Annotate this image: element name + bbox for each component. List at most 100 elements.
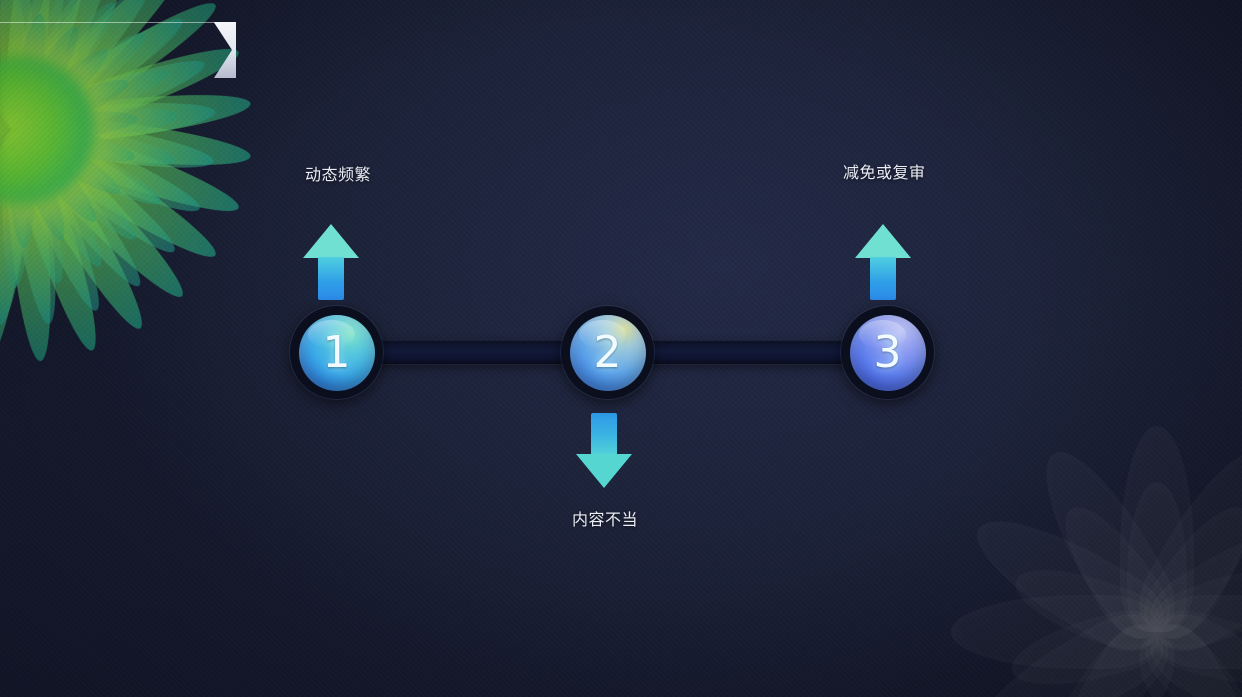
flower-core [0, 55, 95, 205]
flower-petal [14, 70, 134, 142]
flower-petal [0, 0, 39, 133]
left-flower-decoration [0, 0, 255, 365]
process-node-2[interactable]: 2 [561, 306, 654, 399]
ghost-flower-petal [951, 595, 1157, 669]
flower-petal [4, 123, 112, 318]
ghost-flower-petal [1157, 595, 1242, 669]
flower-petal [7, 125, 74, 245]
ghost-flower-petal [1139, 600, 1242, 697]
ghost-flower-petal [1022, 435, 1189, 650]
flower-petal [9, 121, 105, 230]
ghost-flower-petal [1120, 426, 1194, 632]
process-node-1[interactable]: 1 [290, 306, 383, 399]
flower-petal [13, 34, 245, 148]
flower-petal [1, 124, 111, 357]
flower-petal [7, 0, 163, 142]
arrow-shaft [318, 257, 344, 300]
ghost-flower-petal [1125, 614, 1242, 697]
flower-petal [17, 115, 178, 176]
flower-petal [6, 119, 153, 297]
ghost-flower-petal [1132, 492, 1242, 649]
ghost-flower-petal [1149, 603, 1242, 697]
flower-petal [3, 120, 157, 339]
flower-petal [11, 40, 116, 140]
flower-petal [13, 116, 168, 216]
flower-petal [5, 0, 46, 132]
right-flower-decoration [942, 417, 1242, 697]
flower-petal [17, 113, 217, 179]
flower-petal [10, 5, 192, 145]
flower-petal [18, 101, 179, 145]
flower-petal [7, 11, 54, 133]
flower-petal [7, 129, 38, 249]
flower-petal [9, 0, 226, 146]
node-number: 1 [322, 326, 351, 378]
flower-petal [4, 0, 124, 138]
flower-petal [18, 106, 139, 143]
ghost-flower-petal [1127, 482, 1187, 632]
flower-petal [9, 116, 185, 265]
flower-petal [17, 111, 253, 176]
flower-petal [0, 0, 37, 131]
ghost-flower-petal [1134, 613, 1242, 697]
flower-petal [9, 119, 146, 250]
ghost-flower-petal [1046, 492, 1181, 649]
title-banner: 骚扰虚假 [0, 22, 236, 78]
arrow-shaft [870, 257, 896, 300]
flower-petal [17, 117, 138, 170]
flower-petal [1, 0, 111, 136]
node-label-1: 动态频繁 [305, 165, 372, 184]
node-number: 2 [593, 326, 622, 378]
flower-petal [14, 47, 211, 147]
ghost-flower-petal [960, 600, 1175, 697]
node-disc: 1 [298, 314, 375, 391]
process-node-3[interactable]: 3 [841, 306, 934, 399]
flower-petal [0, 128, 37, 327]
ghost-flower-petal [1022, 614, 1189, 697]
flower-petal [5, 126, 74, 287]
ghost-flower-petal [1125, 435, 1242, 650]
ghost-flower-petal [1139, 497, 1242, 664]
flower-petal [5, 0, 89, 136]
flower-petal [9, 114, 226, 272]
flower-petal [14, 58, 173, 144]
arrow-up-icon-step-3 [855, 224, 911, 300]
ghost-flower-petal [1006, 553, 1167, 661]
flower-petal [7, 0, 126, 139]
flower-petal [10, 22, 155, 142]
flower-petal [6, 116, 196, 310]
flower-petal [1, 0, 60, 132]
flower-petal [17, 84, 253, 149]
flower-petal [13, 118, 127, 204]
flower-petal [3, 127, 66, 327]
flower-petal [13, 114, 207, 225]
arrow-shaft [591, 413, 617, 454]
flower-petal [8, 20, 89, 137]
arrow-down-icon-step-2 [576, 413, 632, 488]
flower-petal [1, 128, 60, 363]
flower-petal [18, 95, 217, 147]
flower-petal [6, 0, 196, 144]
arrow-up-icon-step-1 [303, 224, 359, 300]
flower-petal [0, 129, 35, 289]
flower-petal [3, 0, 79, 134]
logo-inner-ring [15, 39, 37, 61]
arrow-head [576, 454, 632, 488]
ghost-flower-petal [1004, 603, 1164, 697]
node-label-2: 内容不当 [572, 510, 639, 529]
node-number: 3 [873, 326, 902, 378]
ghost-flower-petal [1147, 553, 1242, 661]
app-logo-icon [7, 31, 45, 69]
arrow-head [303, 224, 359, 258]
logo-inner-dot [18, 42, 34, 58]
flower-petal [3, 0, 157, 140]
node-label-3: 减免或复审 [843, 163, 926, 182]
ghost-flower-petal [1038, 613, 1180, 697]
flower-petal [7, 122, 113, 274]
arrow-head [855, 224, 911, 258]
flower-petal [13, 112, 245, 226]
page-title: 骚扰虚假 [58, 37, 163, 66]
node-disc: 3 [849, 314, 926, 391]
flower-petal [0, 127, 39, 363]
